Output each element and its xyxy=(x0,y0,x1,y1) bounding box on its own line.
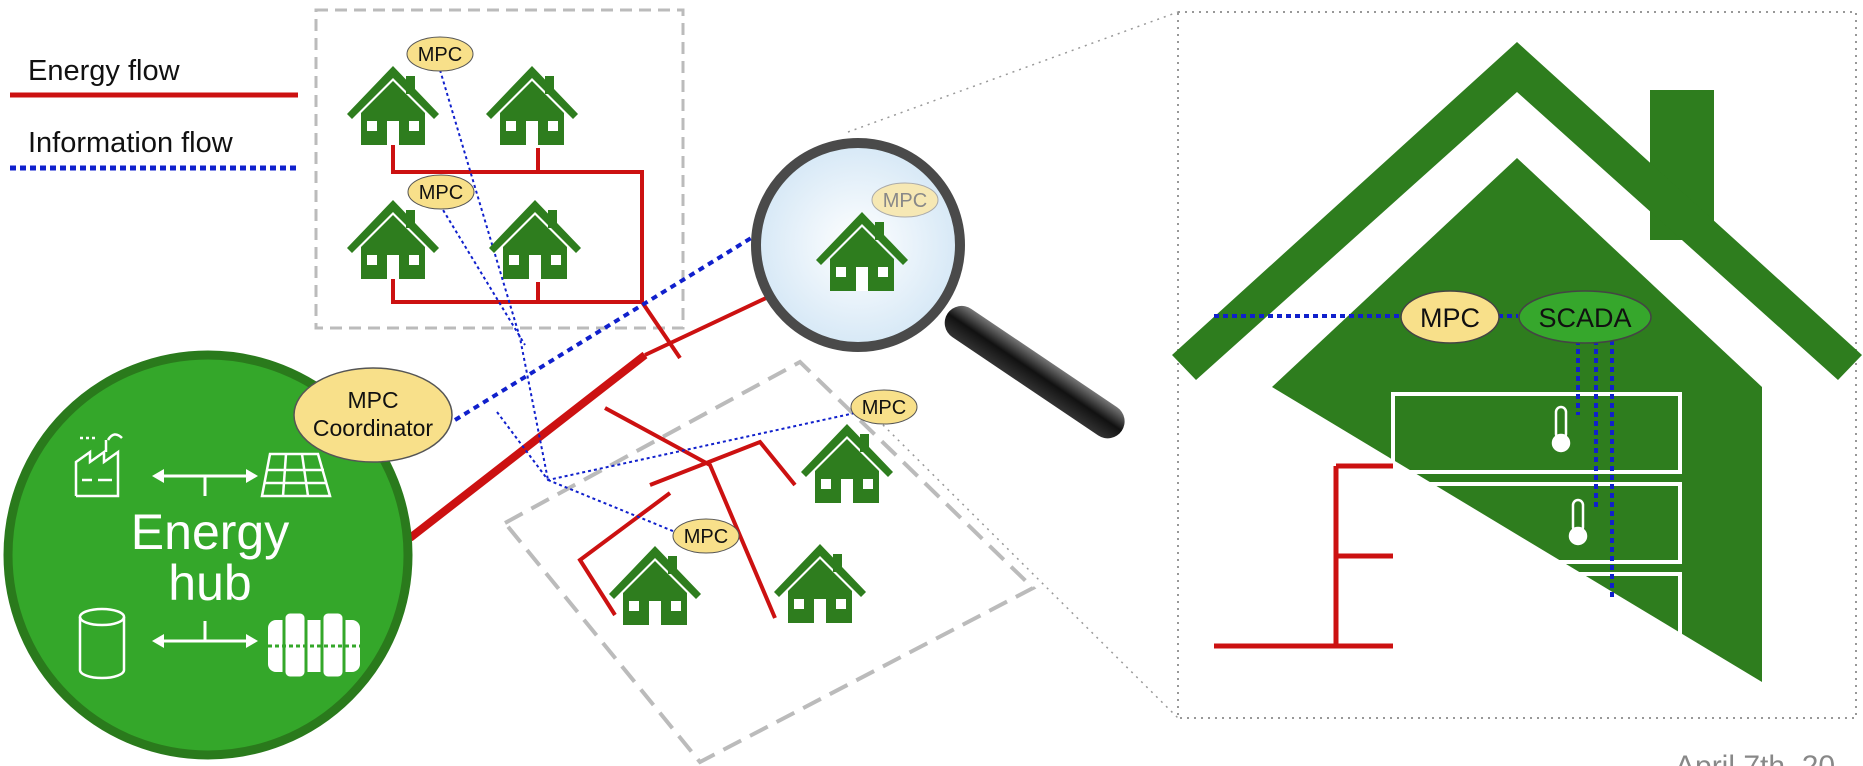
legend: Energy flow Information flow xyxy=(10,55,298,171)
energy-hub-subtitle: hub xyxy=(168,555,251,611)
heat-exchanger-icon xyxy=(268,610,360,680)
magnifying-glass-icon: MPC xyxy=(751,138,1125,439)
energy-network xyxy=(391,143,816,619)
zoomed-information-lines xyxy=(1214,314,1614,600)
house-icon xyxy=(347,200,439,279)
thermometer-icon xyxy=(1551,405,1571,453)
svg-text:MPC: MPC xyxy=(419,182,463,204)
mpc-label: MPC xyxy=(672,518,740,554)
legend-information-flow-label: Information flow xyxy=(28,127,234,159)
house-icon xyxy=(489,200,581,279)
solar-panel-icon xyxy=(260,452,332,498)
svg-text:SCADA: SCADA xyxy=(1538,303,1631,333)
information-network xyxy=(439,69,872,539)
floor-1 xyxy=(1391,392,1682,474)
mpc-label: MPC xyxy=(406,36,474,72)
storage-tank-icon xyxy=(78,607,126,680)
floor-2 xyxy=(1391,482,1682,564)
neighbourhood-box-bottom xyxy=(501,359,1037,765)
energy-hub: Energy hub xyxy=(3,350,413,760)
svg-text:MPC: MPC xyxy=(418,44,462,66)
zoom-connector-lines xyxy=(847,11,1179,719)
mpc-coordinator-line2: Coordinator xyxy=(313,415,434,441)
house-icon xyxy=(347,66,439,145)
mpc-coordinator: MPC Coordinator xyxy=(293,367,453,463)
house-icon xyxy=(774,544,866,623)
neighbourhood-box-top xyxy=(314,8,685,330)
mpc-coordinator-line1: MPC xyxy=(347,387,398,413)
factory-icon xyxy=(74,433,123,498)
mpc-label-faded: MPC xyxy=(883,190,927,212)
house-icon xyxy=(486,66,578,145)
date-footer: April 7th, 20 xyxy=(1675,750,1835,766)
zoomed-house-icon xyxy=(1172,42,1862,682)
mpc-label-zoomed: MPC xyxy=(1400,290,1500,344)
thermometer-icon xyxy=(1589,594,1609,642)
svg-text:MPC: MPC xyxy=(684,526,728,548)
mpc-label: MPC xyxy=(407,174,475,210)
svg-text:MPC: MPC xyxy=(1420,303,1480,333)
scada-label: SCADA xyxy=(1518,290,1652,344)
svg-text:MPC: MPC xyxy=(862,397,906,419)
legend-energy-flow-label: Energy flow xyxy=(28,55,181,87)
house-icon xyxy=(609,546,701,625)
energy-hub-title: Energy xyxy=(131,504,289,560)
arrow-icon xyxy=(152,469,258,648)
zoomed-energy-lines xyxy=(1214,463,1393,649)
mpc-label: MPC xyxy=(850,389,918,425)
thermometer-icon xyxy=(1568,498,1588,546)
zoomed-house-panel xyxy=(1177,11,1857,719)
floor-3 xyxy=(1391,572,1682,654)
house-icon xyxy=(801,424,893,503)
